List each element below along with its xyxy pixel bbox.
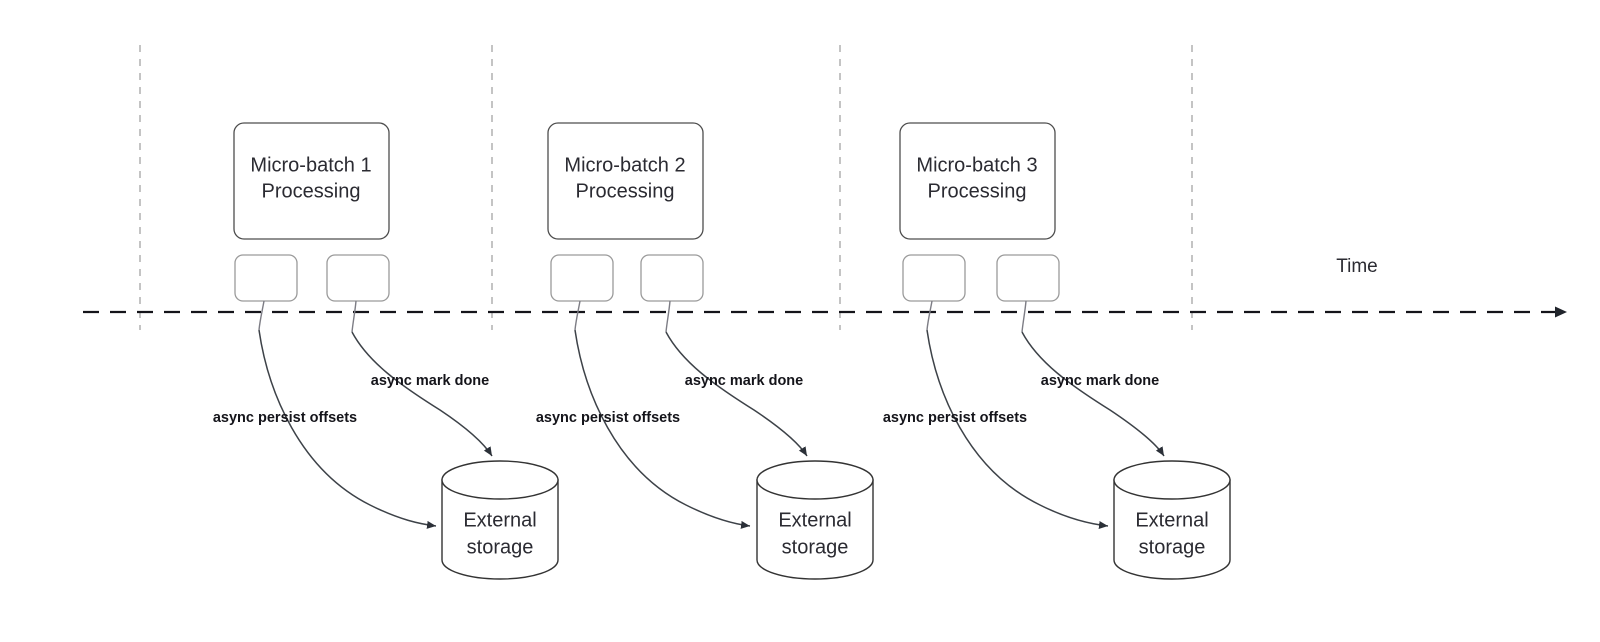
batch-boundary-ticks <box>139 45 1193 330</box>
async-mark-done-1-arrow <box>351 331 493 457</box>
offset-commit-task-2-stem <box>574 300 581 331</box>
async-mark-done-1-label: async mark done <box>371 373 489 389</box>
micro-batch-2-label-line1: Micro-batch 2 <box>564 154 685 176</box>
async-persist-offsets-2-label: async persist offsets <box>536 410 680 426</box>
micro-batch-3-label-line2: Processing <box>928 180 1027 202</box>
external-storage-2-top <box>756 460 874 500</box>
time-axis-label: Time <box>1336 256 1378 277</box>
external-storage-3[interactable]: External storage <box>1113 460 1231 580</box>
offset-commit-task-1-stem <box>258 300 265 331</box>
micro-batch-1-process-box[interactable] <box>233 122 390 240</box>
micro-batch-1-label-line1: Micro-batch 1 <box>250 154 371 176</box>
mark-done-task-1-stem <box>351 300 357 333</box>
external-storage-2-label-line2: storage <box>782 536 849 558</box>
async-mark-done-3-arrow <box>1021 331 1165 457</box>
async-persist-offsets-3-arrow <box>926 329 1109 529</box>
external-storage-2[interactable]: External storage <box>756 460 874 580</box>
async-mark-done-3-label: async mark done <box>1041 373 1159 389</box>
micro-batch-3-label-line1: Micro-batch 3 <box>916 154 1037 176</box>
external-storage-3-label-line1: External <box>1135 509 1208 531</box>
mark-done-task-2-stem <box>665 300 671 333</box>
external-storage-1-top <box>441 460 559 500</box>
micro-batch-2-group: Micro-batch 2 Processing async persist o… <box>536 122 874 580</box>
async-persist-offsets-1-label: async persist offsets <box>213 410 357 426</box>
mark-done-task-3-stem <box>1021 300 1027 333</box>
async-persist-offsets-1-arrow <box>258 329 437 529</box>
micro-batch-3-group: Micro-batch 3 Processing async persist o… <box>883 122 1231 580</box>
external-storage-1[interactable]: External storage <box>441 460 559 580</box>
offset-commit-task-2[interactable] <box>550 254 614 302</box>
external-storage-3-label-line2: storage <box>1139 536 1206 558</box>
offset-commit-task-3[interactable] <box>902 254 966 302</box>
micro-batch-1-group: Micro-batch 1 Processing async persist o… <box>213 122 559 580</box>
external-storage-1-label-line2: storage <box>467 536 534 558</box>
external-storage-2-body <box>756 479 874 580</box>
external-storage-2-label-line1: External <box>778 509 851 531</box>
async-persist-offsets-2-arrow <box>574 329 751 529</box>
micro-batch-3-process-box[interactable] <box>899 122 1056 240</box>
time-axis: Time <box>83 256 1567 318</box>
external-storage-1-body <box>441 479 559 580</box>
mark-done-task-3[interactable] <box>996 254 1060 302</box>
external-storage-1-label-line1: External <box>463 509 536 531</box>
external-storage-3-body <box>1113 479 1231 580</box>
offset-commit-task-3-stem <box>926 300 933 331</box>
external-storage-3-top <box>1113 460 1231 500</box>
async-persist-offsets-3-label: async persist offsets <box>883 410 1027 426</box>
micro-batch-2-process-box[interactable] <box>547 122 704 240</box>
micro-batch-2-label-line2: Processing <box>576 180 675 202</box>
mark-done-task-2[interactable] <box>640 254 704 302</box>
micro-batch-1-label-line2: Processing <box>262 180 361 202</box>
offset-commit-task-1[interactable] <box>234 254 298 302</box>
mark-done-task-1[interactable] <box>326 254 390 302</box>
async-mark-done-2-label: async mark done <box>685 373 803 389</box>
async-mark-done-2-arrow <box>665 331 808 457</box>
